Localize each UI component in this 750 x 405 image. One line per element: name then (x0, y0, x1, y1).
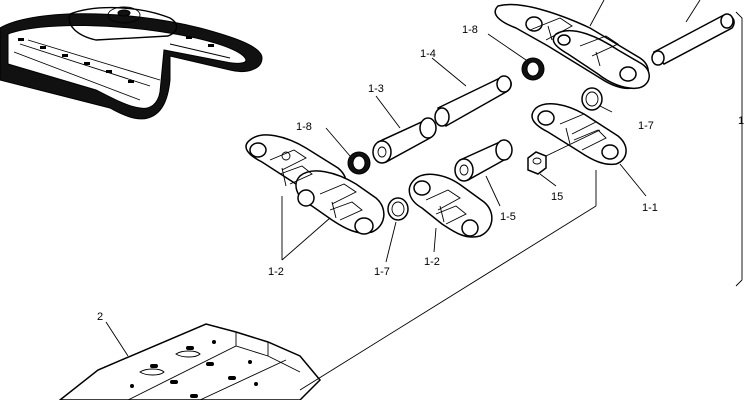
callout-15: 15 (551, 191, 563, 203)
upper-pin (651, 13, 735, 66)
callout-1-3: 1-3 (368, 83, 384, 95)
track-shoe-2 (57, 323, 322, 401)
upper-link-assembly (494, 0, 701, 90)
callout-1-edge: 1 (738, 115, 744, 127)
track-frame-assembly (0, 6, 263, 120)
callout-1-8-lower: 1-8 (296, 121, 312, 133)
callout-1-7-upper: 1-7 (638, 120, 654, 132)
seal-1-7-lower (387, 197, 409, 221)
bushing-1-5 (454, 139, 513, 182)
link-pair-1-2 (245, 134, 385, 235)
pin-1-4 (434, 75, 512, 128)
seal-1-8-upper (521, 57, 545, 81)
callout-1-1: 1-1 (642, 202, 658, 214)
callout-labels: 1-8 1-4 1-3 1-8 1-7 1 15 1-1 1-5 1-2 1-2… (97, 24, 744, 323)
callout-2: 2 (97, 311, 103, 323)
callout-1-5: 1-5 (500, 211, 516, 223)
link-1-2-single (408, 173, 493, 238)
callout-1-2-single: 1-2 (424, 256, 440, 268)
callout-1-8-upper: 1-8 (462, 24, 478, 36)
bushing-1-3 (372, 117, 437, 164)
seal-1-7-upper (581, 87, 603, 111)
leader-lines (105, 11, 743, 391)
nut-15 (527, 129, 601, 175)
link-1-1 (531, 102, 627, 166)
callout-1-4: 1-4 (420, 48, 436, 60)
callout-1-7-lower: 1-7 (374, 266, 390, 278)
callout-1-2-pair: 1-2 (268, 266, 284, 278)
seal-1-8-lower (347, 151, 371, 175)
